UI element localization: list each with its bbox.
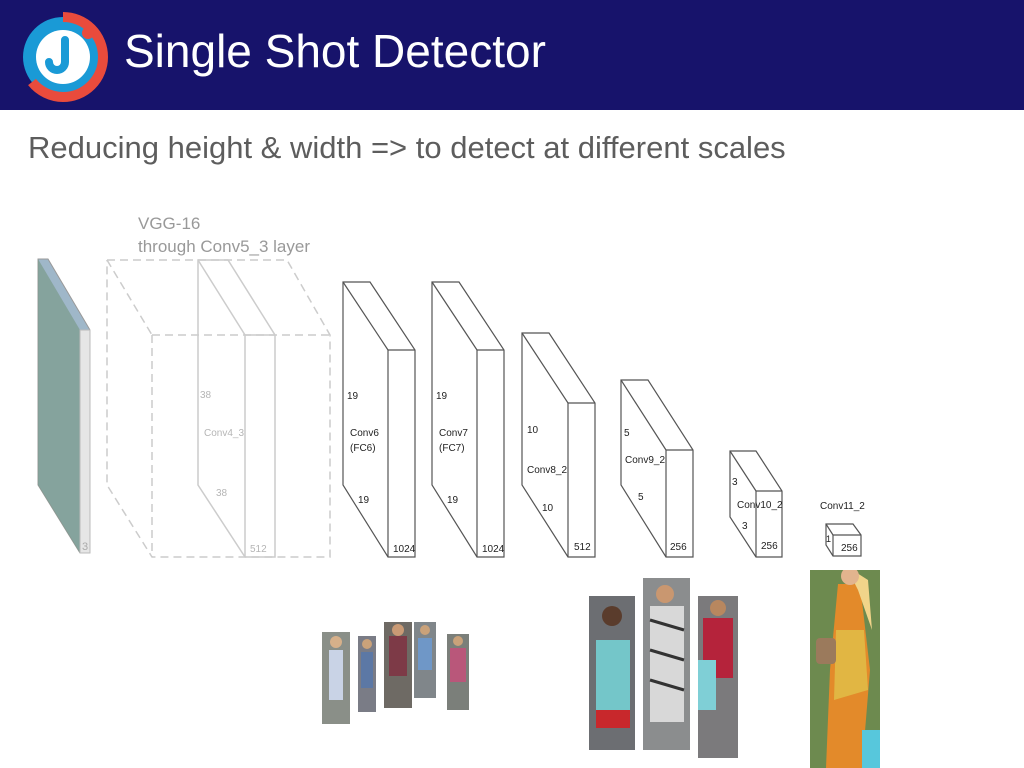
conv8-2-depth: 512 xyxy=(574,542,591,553)
small-scale-photos xyxy=(322,622,469,724)
conv10-2-width: 3 xyxy=(742,521,748,532)
conv7-height: 19 xyxy=(436,391,448,402)
conv10-2-depth: 256 xyxy=(761,541,778,552)
conv7-name2: (FC7) xyxy=(439,443,465,454)
ssd-architecture-diagram: VGG-16 through Conv5_3 layer 3 38 Conv4_… xyxy=(37,214,865,558)
layer-conv10-2 xyxy=(729,450,783,558)
conv8-2-width: 10 xyxy=(542,503,554,514)
conv9-2-name: Conv9_2 xyxy=(625,455,665,466)
conv4-3-width: 38 xyxy=(216,488,228,499)
large-scale-photo xyxy=(810,570,880,768)
layer-conv6 xyxy=(342,281,416,558)
conv9-2-height: 5 xyxy=(624,428,630,439)
conv9-2-depth: 256 xyxy=(670,542,687,553)
conv6-height: 19 xyxy=(347,391,359,402)
conv8-2-height: 10 xyxy=(527,425,539,436)
conv7-width: 19 xyxy=(447,495,459,506)
conv11-2-depth: 256 xyxy=(841,543,858,554)
conv4-3-depth: 512 xyxy=(250,544,267,555)
conv4-3-height: 38 xyxy=(200,390,212,401)
conv11-2-height: 1 xyxy=(826,534,831,544)
input-depth-label: 3 xyxy=(82,541,88,553)
conv6-name: Conv6 xyxy=(350,428,379,439)
pedestrian-photos xyxy=(322,570,880,768)
medium-scale-photos xyxy=(589,578,738,758)
header-bar: Single Shot Detector xyxy=(0,0,1024,110)
slide-title: Single Shot Detector xyxy=(124,25,546,77)
layer-conv9-2 xyxy=(620,379,694,558)
vgg-label-line1: VGG-16 xyxy=(138,214,200,233)
conv7-name: Conv7 xyxy=(439,428,468,439)
layer-conv7 xyxy=(431,281,505,558)
conv4-3-name: Conv4_3 xyxy=(204,428,244,439)
conv9-2-width: 5 xyxy=(638,492,644,503)
input-image-slab: 3 xyxy=(37,258,91,554)
ring-logo-icon xyxy=(23,12,108,102)
layer-conv11-2 xyxy=(825,523,862,557)
conv8-2-name: Conv8_2 xyxy=(527,465,567,476)
conv6-name2: (FC6) xyxy=(350,443,376,454)
conv10-2-name: Conv10_2 xyxy=(737,500,783,511)
vgg-label-line2: through Conv5_3 layer xyxy=(138,237,310,256)
vgg-block xyxy=(106,259,331,558)
slide-subtitle: Reducing height & width => to detect at … xyxy=(28,130,786,165)
conv6-depth: 1024 xyxy=(393,544,416,555)
conv7-depth: 1024 xyxy=(482,544,505,555)
layer-conv8-2 xyxy=(521,332,596,558)
conv11-2-name: Conv11_2 xyxy=(820,501,865,512)
conv10-2-height: 3 xyxy=(732,477,738,488)
conv6-width: 19 xyxy=(358,495,370,506)
